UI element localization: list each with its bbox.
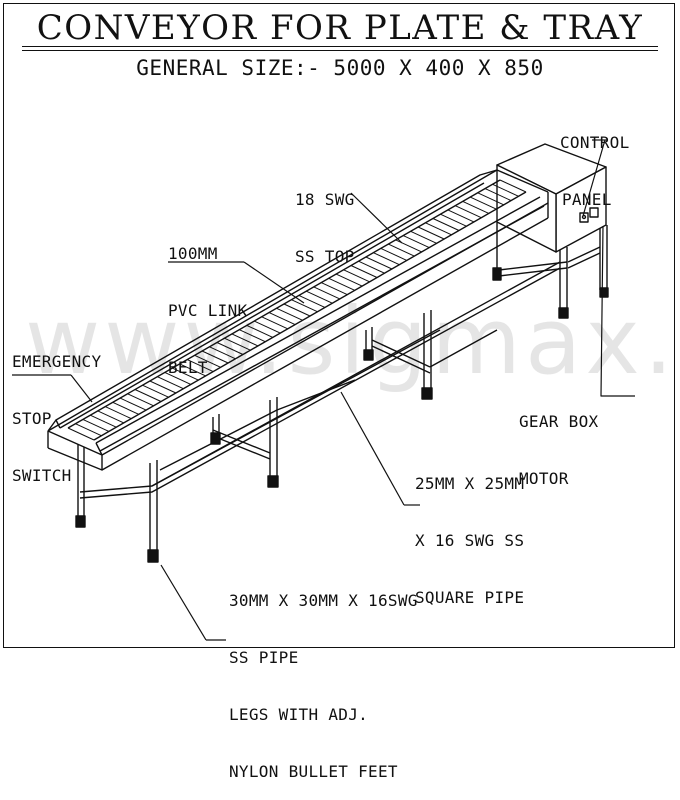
belt-slat <box>313 286 341 300</box>
belt-slat <box>402 235 430 249</box>
belt-slat <box>373 252 400 266</box>
leader-lines <box>12 139 635 641</box>
belt-slat <box>246 324 274 338</box>
belt-slat <box>276 307 303 321</box>
label-gear-box-motor: GEAR BOX MOTOR <box>519 374 598 507</box>
belt-slat <box>350 265 378 278</box>
label-line: LEGS WITH ADJ. <box>229 705 369 724</box>
belt-slat <box>335 273 363 287</box>
belt-slat <box>417 226 445 240</box>
label-line: NYLON BULLET FEET <box>229 762 398 781</box>
belt-slat <box>172 367 199 381</box>
belt-slat <box>67 427 95 441</box>
label-line: SS PIPE <box>229 648 299 667</box>
belt-slat <box>186 359 214 373</box>
belt-slat <box>283 303 311 317</box>
belt-slat <box>291 299 318 313</box>
label-emergency-stop: EMERGENCY STOP SWITCH <box>12 314 101 504</box>
belt-slat <box>239 329 266 343</box>
belt-slat <box>97 410 125 424</box>
label-pvc-link-belt: 100MM PVC LINK BELT <box>168 206 247 396</box>
pvc-link-belt <box>67 179 527 441</box>
belt-slat <box>75 423 102 437</box>
belt-slat <box>477 192 504 206</box>
label-line: CONTROL <box>560 133 630 152</box>
belt-slat <box>253 320 281 334</box>
drawing-border <box>3 3 675 648</box>
belt-slat <box>157 376 184 390</box>
belt-slat <box>119 397 147 411</box>
label-line: BELT <box>168 358 208 377</box>
label-line: 18 SWG <box>295 190 355 209</box>
belt-slat <box>104 406 132 420</box>
label-ss-top: 18 SWG SS TOP <box>295 152 355 285</box>
belt-slat <box>179 363 206 377</box>
belt-slat <box>134 389 162 402</box>
belt-slat <box>447 209 475 223</box>
belt-slat <box>380 247 408 261</box>
belt-slat <box>306 290 333 304</box>
belt-slat <box>261 316 288 330</box>
belt-slat <box>358 260 385 274</box>
belt-slat <box>328 277 355 291</box>
conveyor-drawing <box>12 139 635 641</box>
belt-slat <box>298 294 326 308</box>
label-line: GEAR BOX <box>519 412 599 431</box>
general-size: GENERAL SIZE:- 5000 X 400 X 850 <box>136 56 544 80</box>
label-line: PVC LINK <box>168 301 248 320</box>
belt-slat <box>194 354 221 368</box>
belt-slat <box>455 205 482 219</box>
label-square-pipe: 25MM X 25MM X 16 SWG SS SQUARE PIPE <box>415 436 524 626</box>
belt-slat <box>462 200 490 214</box>
belt-slat <box>469 196 497 210</box>
belt-slat <box>268 312 296 326</box>
label-legs: 30MM X 30MM X 16SWG SS PIPE LEGS WITH AD… <box>229 553 418 800</box>
belt-slat <box>90 414 117 428</box>
label-line: 25MM X 25MM <box>415 474 525 493</box>
conveyor-legs <box>75 310 433 563</box>
belt-slat <box>209 346 236 360</box>
belt-slat <box>164 371 192 385</box>
label-line: X 16 SWG SS <box>415 531 525 550</box>
belt-slat <box>142 384 169 398</box>
belt-slat <box>432 218 460 231</box>
label-line: 30MM X 30MM X 16SWG <box>229 591 418 610</box>
belt-slat <box>231 333 259 347</box>
label-line: SQUARE PIPE <box>415 588 525 607</box>
label-line: STOP <box>12 409 52 428</box>
label-line: 100MM <box>168 244 218 263</box>
belt-slat <box>440 213 467 227</box>
control-panel-box <box>496 143 607 253</box>
belt-slat <box>343 269 370 283</box>
belt-slat <box>410 230 437 244</box>
belt-slat <box>365 256 393 270</box>
belt-slat <box>224 337 251 351</box>
belt-slat <box>320 282 348 296</box>
belt-slat <box>216 342 244 355</box>
label-line: EMERGENCY <box>12 352 102 371</box>
belt-slat <box>149 380 177 394</box>
label-line: SS TOP <box>295 247 355 266</box>
belt-slat <box>395 239 422 253</box>
belt-slat <box>201 350 229 364</box>
belt-slat <box>127 393 154 407</box>
label-line: SWITCH <box>12 466 72 485</box>
label-line: MOTOR <box>519 469 569 488</box>
label-control-panel: CONTROL PANEL <box>560 95 630 228</box>
belt-slat <box>499 179 527 193</box>
title-underline-top <box>22 46 658 47</box>
rear-leg-frame <box>492 222 609 319</box>
drawing-title: CONVEYOR FOR PLATE & TRAY <box>36 8 644 48</box>
title-underline-bottom <box>22 50 658 51</box>
belt-slat <box>112 401 139 415</box>
belt-slat <box>484 188 512 202</box>
label-line: PANEL <box>562 190 612 209</box>
belt-slat <box>388 243 415 257</box>
belt-slat <box>425 222 452 236</box>
belt-slat <box>82 418 110 432</box>
belt-slat <box>492 183 519 197</box>
